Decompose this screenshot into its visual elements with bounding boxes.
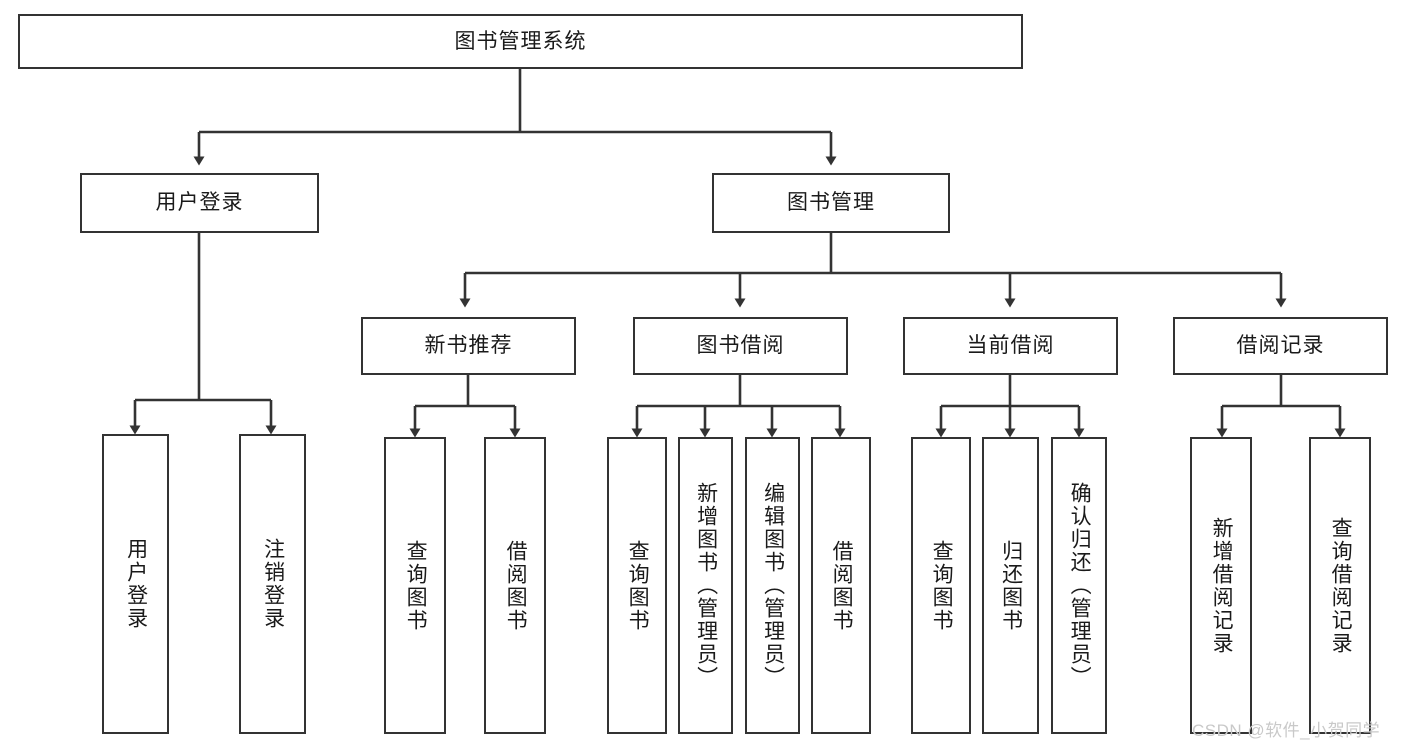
leaf-borrow-book-label: 借阅图书 xyxy=(830,539,854,632)
node-borrow-records[interactable]: 借阅记录 xyxy=(1173,317,1388,375)
leaf-edit-book-admin[interactable]: 编辑图书（管理员） xyxy=(745,437,800,734)
leaf-user-login-label: 用户登录 xyxy=(124,538,148,630)
leaf-user-login[interactable]: 用户登录 xyxy=(102,434,169,734)
watermark: CSDN @软件_小贺同学 xyxy=(1192,721,1381,740)
leaf-add-borrow-record[interactable]: 新增借阅记录 xyxy=(1190,437,1252,734)
node-book-management[interactable]: 图书管理 xyxy=(712,173,950,233)
node-current-borrow[interactable]: 当前借阅 xyxy=(903,317,1118,375)
node-user-login[interactable]: 用户登录 xyxy=(80,173,319,233)
leaf-add-book-admin[interactable]: 新增图书（管理员） xyxy=(678,437,733,734)
leaf-add-book-admin-label: 新增图书（管理员） xyxy=(694,482,718,689)
leaf-borrow-book-new-label: 借阅图书 xyxy=(504,539,528,632)
leaf-edit-book-admin-label: 编辑图书（管理员） xyxy=(761,482,785,689)
leaf-query-book-new-label: 查询图书 xyxy=(404,539,428,632)
node-book-borrow-label: 图书借阅 xyxy=(696,334,785,358)
node-new-book-recommend[interactable]: 新书推荐 xyxy=(361,317,576,375)
leaf-query-borrow-record[interactable]: 查询借阅记录 xyxy=(1309,437,1371,734)
leaf-return-book[interactable]: 归还图书 xyxy=(982,437,1039,734)
leaf-query-borrow-record-label: 查询借阅记录 xyxy=(1329,516,1353,655)
leaf-query-book-borrow-label: 查询图书 xyxy=(626,539,650,632)
leaf-query-book-borrow[interactable]: 查询图书 xyxy=(607,437,667,734)
node-root-label: 图书管理系统 xyxy=(454,29,587,53)
node-borrow-records-label: 借阅记录 xyxy=(1236,334,1325,358)
node-book-borrow[interactable]: 图书借阅 xyxy=(633,317,848,375)
leaf-logout[interactable]: 注销登录 xyxy=(239,434,306,734)
node-new-book-recommend-label: 新书推荐 xyxy=(424,334,513,358)
node-book-management-label: 图书管理 xyxy=(787,191,875,215)
leaf-borrow-book[interactable]: 借阅图书 xyxy=(811,437,871,734)
node-user-login-label: 用户登录 xyxy=(155,191,244,215)
leaf-logout-label: 注销登录 xyxy=(261,538,285,630)
leaf-query-book-current[interactable]: 查询图书 xyxy=(911,437,971,734)
leaf-confirm-return-admin[interactable]: 确认归还（管理员） xyxy=(1051,437,1107,734)
node-root[interactable]: 图书管理系统 xyxy=(18,14,1023,69)
leaf-query-book-current-label: 查询图书 xyxy=(930,539,954,632)
leaf-borrow-book-new[interactable]: 借阅图书 xyxy=(484,437,546,734)
leaf-return-book-label: 归还图书 xyxy=(999,539,1023,632)
leaf-confirm-return-admin-label: 确认归还（管理员） xyxy=(1068,482,1092,689)
leaf-add-borrow-record-label: 新增借阅记录 xyxy=(1210,516,1234,655)
node-current-borrow-label: 当前借阅 xyxy=(966,334,1055,358)
leaf-query-book-new[interactable]: 查询图书 xyxy=(384,437,446,734)
